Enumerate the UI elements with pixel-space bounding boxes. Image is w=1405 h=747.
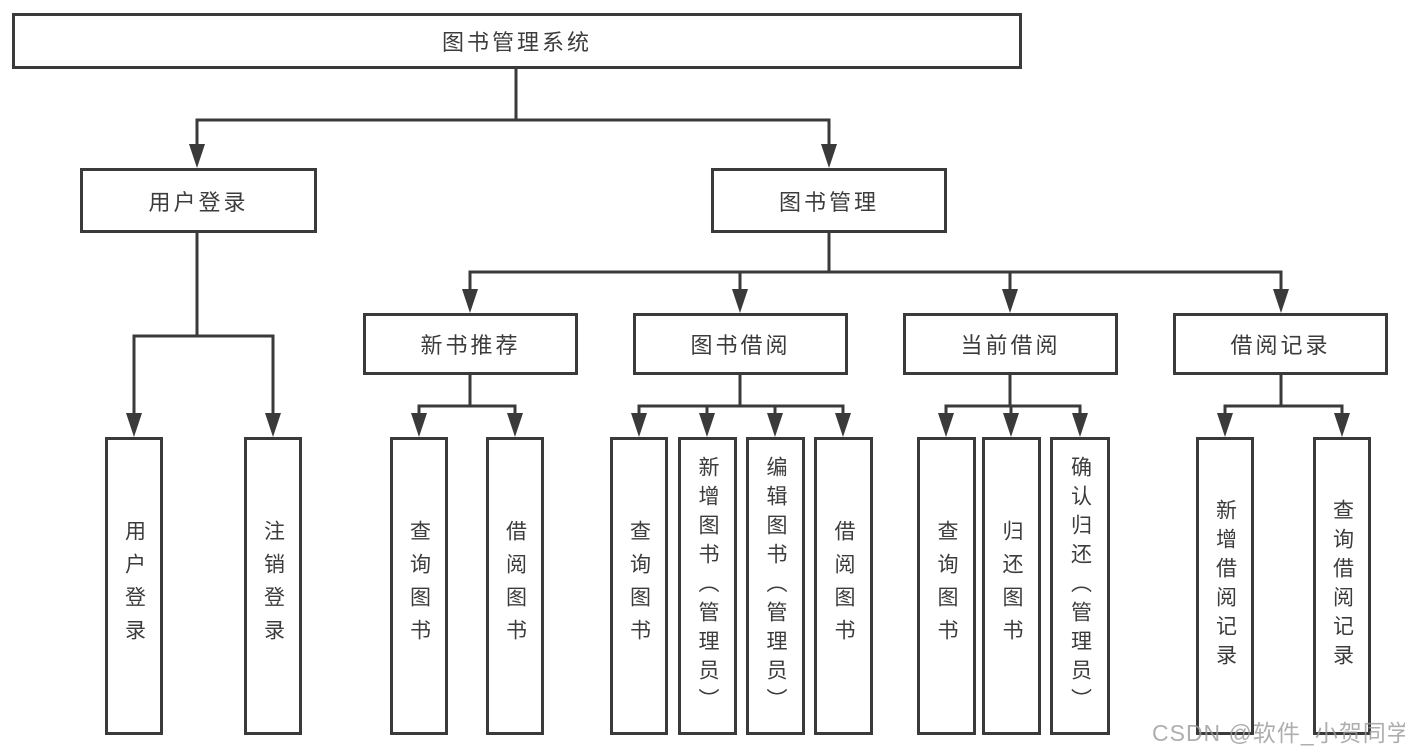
arrowhead bbox=[1002, 289, 1018, 313]
arrowhead bbox=[835, 413, 851, 437]
leaf-logout-label: 注销登录 bbox=[261, 520, 285, 652]
node-book-management: 图书管理 bbox=[711, 168, 947, 233]
leaf-cb-query-books-label: 查询图书 bbox=[935, 520, 958, 652]
leaf-user-login-label: 用户登录 bbox=[122, 520, 146, 652]
arrowhead bbox=[699, 413, 715, 437]
node-current-borrowing: 当前借阅 bbox=[903, 313, 1118, 375]
arrowhead bbox=[462, 289, 478, 313]
leaf-cb-query-books: 查询图书 bbox=[917, 437, 976, 735]
arrowhead bbox=[1072, 413, 1088, 437]
leaf-br-query-record: 查询借阅记录 bbox=[1313, 437, 1371, 735]
leaf-logout: 注销登录 bbox=[244, 437, 302, 735]
leaf-bb-borrow-books-label: 借阅图书 bbox=[832, 520, 855, 652]
arrowheads bbox=[126, 144, 1350, 437]
arrowhead bbox=[938, 413, 954, 437]
leaf-bb-add-books-admin-label: 新增图书（管理员） bbox=[696, 455, 719, 717]
leaf-nb-borrow-books: 借阅图书 bbox=[486, 437, 544, 735]
leaf-bb-edit-books-admin: 编辑图书（管理员） bbox=[746, 437, 805, 735]
leaf-cb-return-books: 归还图书 bbox=[982, 437, 1041, 735]
arrowhead bbox=[1273, 289, 1289, 313]
arrowhead bbox=[1334, 413, 1350, 437]
leaf-bb-borrow-books: 借阅图书 bbox=[814, 437, 873, 735]
connector-borrowing-records bbox=[1223, 375, 1344, 416]
leaf-br-add-record-label: 新增借阅记录 bbox=[1213, 499, 1237, 673]
arrowhead bbox=[411, 413, 427, 437]
node-user-login-label: 用户登录 bbox=[148, 189, 249, 215]
node-new-book-recommendation-label: 新书推荐 bbox=[420, 333, 521, 358]
leaf-bb-query-books-label: 查询图书 bbox=[627, 520, 651, 652]
arrowhead bbox=[1003, 413, 1019, 437]
arrowhead bbox=[821, 144, 837, 168]
arrowhead bbox=[767, 413, 783, 437]
csdn-watermark: CSDN @软件_小贺同学 bbox=[1152, 720, 1405, 746]
node-book-management-label: 图书管理 bbox=[778, 189, 879, 215]
leaf-bb-query-books: 查询图书 bbox=[610, 437, 668, 735]
connector-current-borrowing bbox=[944, 375, 1082, 416]
leaf-br-query-record-label: 查询借阅记录 bbox=[1330, 499, 1354, 673]
arrowhead bbox=[732, 289, 748, 313]
arrowhead bbox=[631, 413, 647, 437]
connector-new-book-rec bbox=[417, 375, 517, 416]
leaf-cb-confirm-return-admin: 确认归还（管理员） bbox=[1050, 437, 1110, 735]
leaf-nb-query-books: 查询图书 bbox=[390, 437, 448, 735]
arrowhead bbox=[189, 144, 205, 168]
connector-book-borrowing bbox=[637, 375, 845, 416]
connector-root bbox=[195, 68, 831, 148]
arrowhead bbox=[507, 413, 523, 437]
node-borrowing-records: 借阅记录 bbox=[1173, 313, 1388, 375]
leaf-nb-borrow-books-label: 借阅图书 bbox=[503, 520, 527, 652]
node-book-borrowing-label: 图书借阅 bbox=[690, 333, 791, 358]
node-new-book-recommendation: 新书推荐 bbox=[363, 313, 578, 375]
leaf-user-login: 用户登录 bbox=[105, 437, 163, 735]
node-root: 图书管理系统 bbox=[12, 13, 1022, 69]
arrowhead bbox=[265, 413, 281, 437]
node-root-label: 图书管理系统 bbox=[441, 30, 592, 55]
connector-book-management bbox=[468, 232, 1283, 292]
leaf-br-add-record: 新增借阅记录 bbox=[1196, 437, 1254, 735]
leaf-bb-edit-books-admin-label: 编辑图书（管理员） bbox=[764, 455, 787, 717]
leaf-cb-return-books-label: 归还图书 bbox=[1000, 520, 1023, 652]
leaf-bb-add-books-admin: 新增图书（管理员） bbox=[678, 437, 737, 735]
leaf-cb-confirm-return-admin-label: 确认归还（管理员） bbox=[1068, 455, 1092, 717]
node-book-borrowing: 图书借阅 bbox=[633, 313, 848, 375]
node-borrowing-records-label: 借阅记录 bbox=[1230, 333, 1331, 358]
arrowhead bbox=[126, 413, 142, 437]
arrowhead bbox=[1217, 413, 1233, 437]
leaf-nb-query-books-label: 查询图书 bbox=[407, 520, 431, 652]
node-user-login: 用户登录 bbox=[80, 168, 317, 233]
connector-user-login bbox=[132, 232, 275, 416]
node-current-borrowing-label: 当前借阅 bbox=[960, 333, 1061, 358]
